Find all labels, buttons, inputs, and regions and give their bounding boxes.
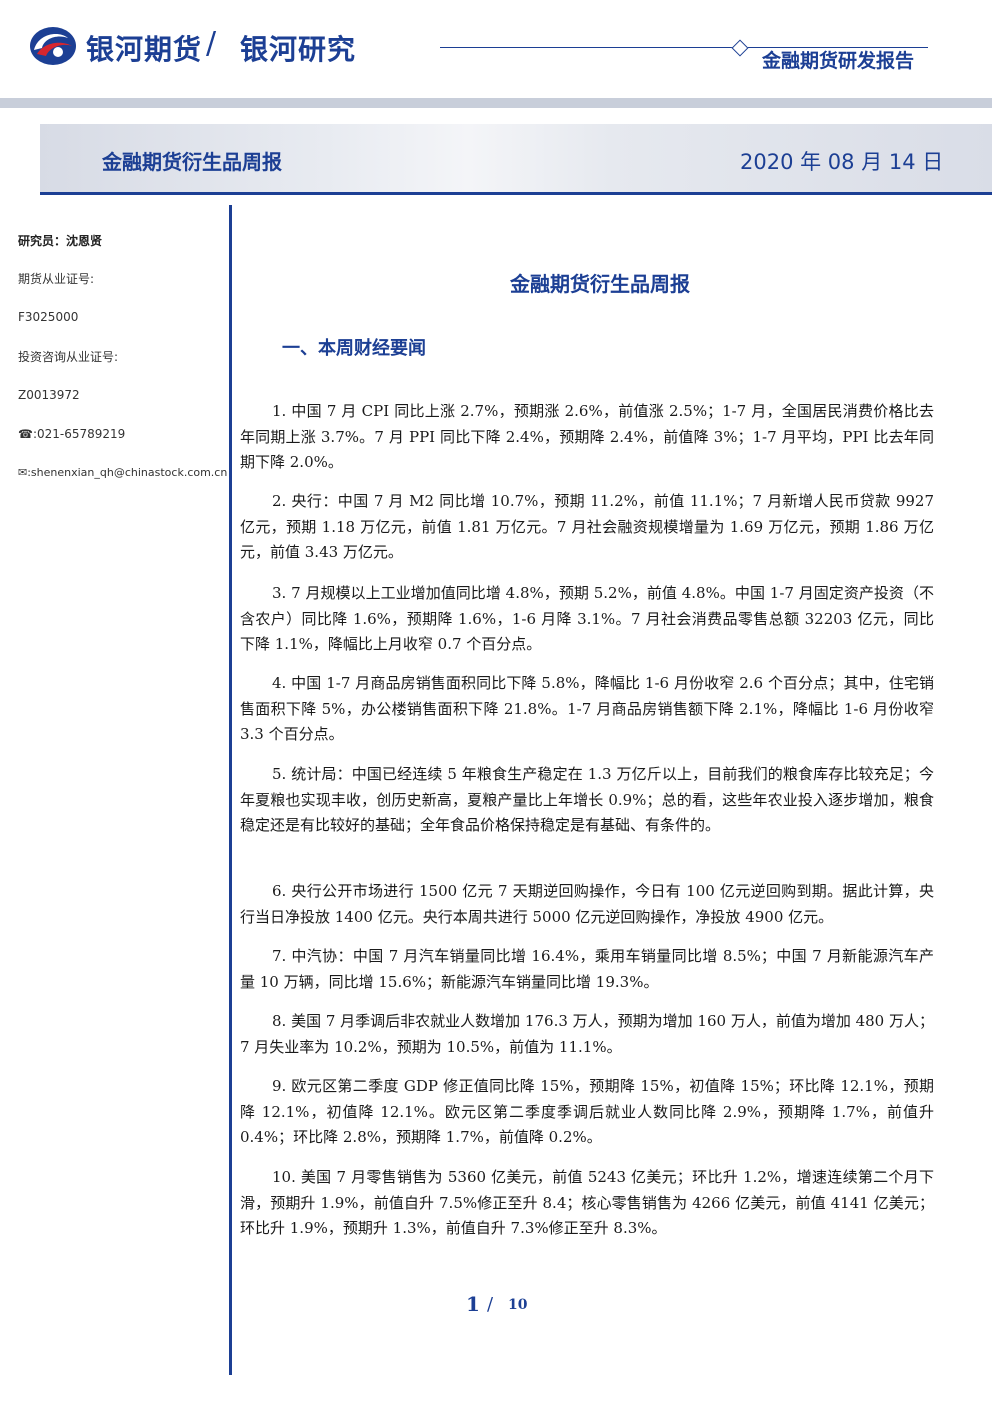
news-paragraph: 8. 美国 7 月季调后非农就业人数增加 176.3 万人，预期为增加 160 …	[240, 1012, 934, 1056]
news-paragraph: 3. 7 月规模以上工业增加值同比增 4.8%，预期 5.2%，前值 4.8%。…	[240, 584, 934, 653]
news-paragraph: 10. 美国 7 月零售销售为 5360 亿美元，前值 5243 亿美元；环比升…	[240, 1168, 934, 1237]
header-rule-right	[748, 47, 928, 48]
brand-research: 银河研究	[240, 33, 357, 66]
header-rule	[440, 47, 735, 48]
consult-license-number: Z0013972	[18, 388, 80, 402]
news-paragraph: 2. 央行：中国 7 月 M2 同比增 10.7%，预期 11.2%，前值 11…	[240, 492, 934, 561]
diamond-icon	[731, 39, 749, 57]
title-banner	[40, 124, 992, 195]
news-paragraph: 1. 中国 7 月 CPI 同比上涨 2.7%，预期涨 2.6%，前值涨 2.5…	[240, 402, 934, 471]
researcher-name: 研究员：沈恩贤	[18, 234, 103, 248]
sidebar-divider	[229, 205, 232, 1375]
consult-license-label: 投资咨询从业证号:	[18, 350, 119, 364]
report-type: 金融期货研发报告	[762, 50, 915, 72]
news-paragraph: 4. 中国 1-7 月商品房销售面积同比下降 5.8%，降幅比 1-6 月份收窄…	[240, 674, 934, 743]
page-number: 1	[466, 1292, 480, 1316]
phone-contact: ☎:021-65789219	[18, 427, 126, 441]
document-title: 金融期货衍生品周报	[510, 272, 690, 296]
banner-title: 金融期货衍生品周报	[102, 150, 282, 174]
news-paragraph: 7. 中汽协：中国 7 月汽车销量同比增 16.4%，乘用车销量同比增 8.5%…	[240, 947, 934, 991]
email-link[interactable]: ✉:shenenxian_qh@chinastock.com.cn	[18, 466, 228, 479]
report-date: 2020 年 08 月 14 日	[740, 150, 944, 174]
news-paragraph: 5. 统计局：中国已经连续 5 年粮食生产稳定在 1.3 万亿斤以上，目前我们的…	[240, 765, 934, 834]
galaxy-logo-icon	[30, 27, 76, 65]
page-total: 10	[508, 1297, 528, 1313]
section-heading: 一、本周财经要闻	[282, 338, 426, 359]
license-label: 期货从业证号:	[18, 272, 95, 286]
brand-slash: /	[206, 26, 217, 61]
news-paragraph: 6. 央行公开市场进行 1500 亿元 7 天期逆回购操作，今日有 100 亿元…	[240, 882, 934, 926]
license-number: F3025000	[18, 310, 79, 324]
header-band	[0, 98, 992, 108]
page-separator: /	[487, 1294, 494, 1315]
news-paragraph: 9. 欧元区第二季度 GDP 修正值同比降 15%，预期降 15%，初值降 15…	[240, 1077, 934, 1146]
brand-name: 银河期货	[86, 33, 203, 66]
